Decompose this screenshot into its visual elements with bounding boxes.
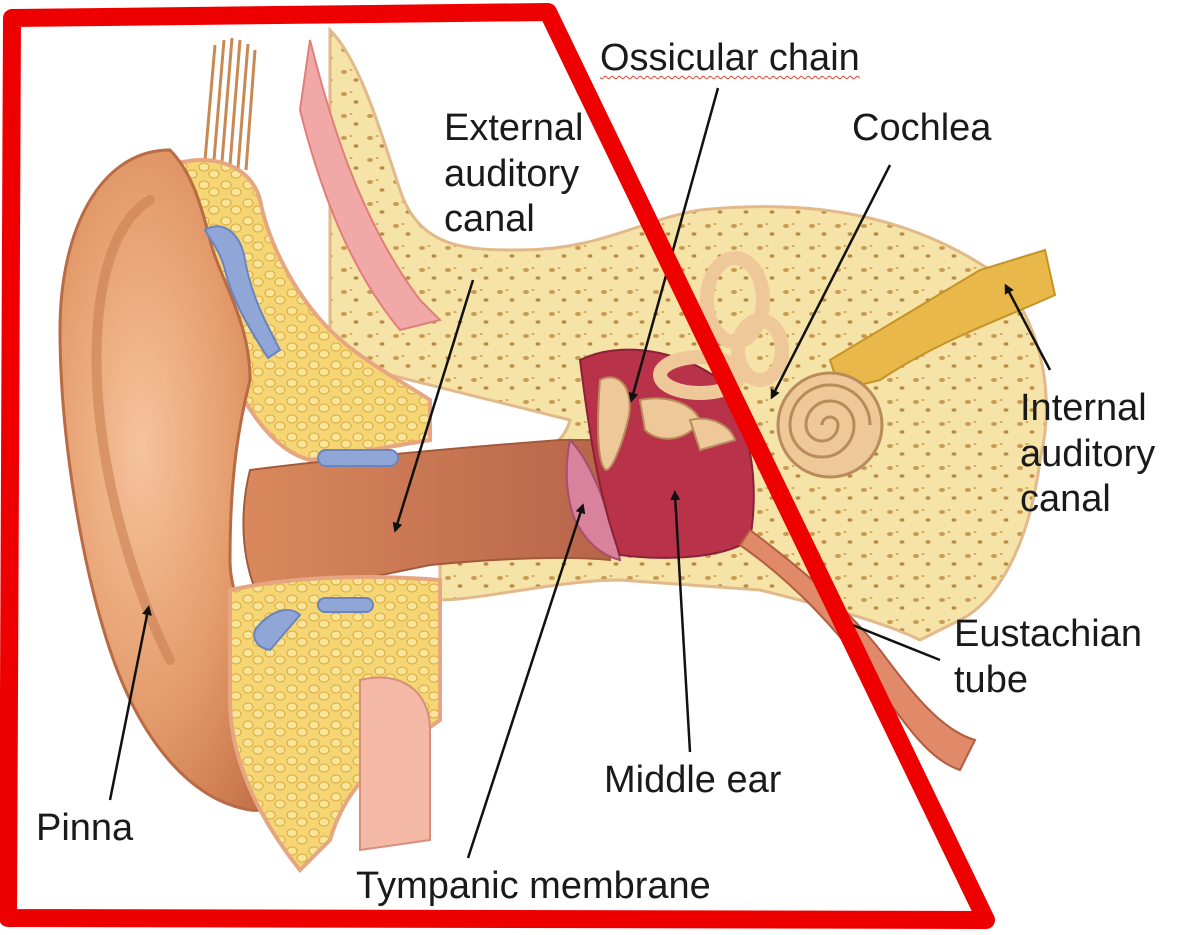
label-eustachian-tube: Eustachian tube: [954, 612, 1142, 703]
label-line: auditory: [1020, 432, 1155, 478]
label-line: tube: [954, 658, 1142, 704]
label-line: External: [444, 106, 583, 152]
label-line: Eustachian: [954, 612, 1142, 658]
cochlea-shape: [778, 373, 882, 477]
label-external-auditory-canal: External auditory canal: [444, 106, 583, 243]
label-ossicular-chain: Ossicular chain: [600, 36, 860, 82]
label-cochlea: Cochlea: [852, 106, 991, 152]
label-pinna: Pinna: [36, 806, 133, 852]
label-ossicular-chain-text: Ossicular chain: [600, 37, 860, 79]
hair-strands: [205, 38, 255, 170]
label-line: canal: [444, 197, 583, 243]
parotid-tissue: [360, 677, 430, 850]
label-internal-auditory-canal: Internal auditory canal: [1020, 386, 1155, 523]
label-line: canal: [1020, 477, 1155, 523]
label-tympanic-membrane: Tympanic membrane: [356, 864, 711, 910]
label-middle-ear: Middle ear: [604, 758, 781, 804]
label-line: Internal: [1020, 386, 1155, 432]
label-line: auditory: [444, 152, 583, 198]
